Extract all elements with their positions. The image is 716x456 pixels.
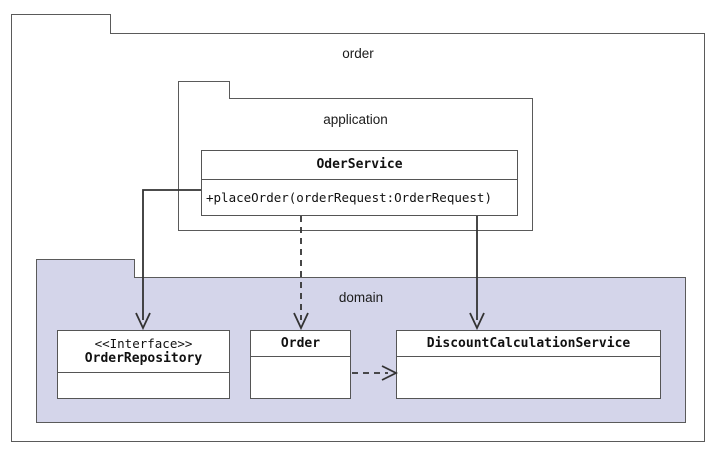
class-box-order[interactable]: Order [250, 330, 351, 399]
class-operations-discountcalculationservice [397, 357, 660, 398]
class-operations-order [251, 357, 350, 398]
package-label-order: order [342, 46, 374, 61]
class-header-order: Order [251, 331, 350, 357]
class-operations-oderservice: +placeOrder(orderRequest:OrderRequest) [202, 180, 517, 215]
package-tab-domain [36, 259, 135, 278]
class-header-discountcalculationservice: DiscountCalculationService [397, 331, 660, 357]
class-name-order: Order [280, 335, 321, 351]
class-operations-orderrepository [58, 373, 229, 398]
class-header-orderrepository: <<Interface>> OrderRepository [58, 331, 229, 373]
class-name-discountcalculationservice: DiscountCalculationService [426, 335, 631, 351]
operation-placeorder: +placeOrder(orderRequest:OrderRequest) [206, 190, 492, 205]
class-header-oderservice: OderService [202, 151, 517, 180]
class-box-discountcalculationservice[interactable]: DiscountCalculationService [396, 330, 661, 399]
class-stereotype-orderrepository: <<Interface>> [94, 335, 193, 351]
package-label-domain: domain [338, 290, 384, 305]
package-tab-application [178, 81, 230, 99]
class-box-oderservice[interactable]: OderService +placeOrder(orderRequest:Ord… [201, 150, 518, 216]
package-label-application: application [323, 112, 388, 127]
package-tab-order [11, 14, 111, 34]
class-name-oderservice: OderService [316, 157, 403, 173]
class-box-orderrepository[interactable]: <<Interface>> OrderRepository [57, 330, 230, 399]
class-name-orderrepository: OrderRepository [84, 351, 203, 367]
